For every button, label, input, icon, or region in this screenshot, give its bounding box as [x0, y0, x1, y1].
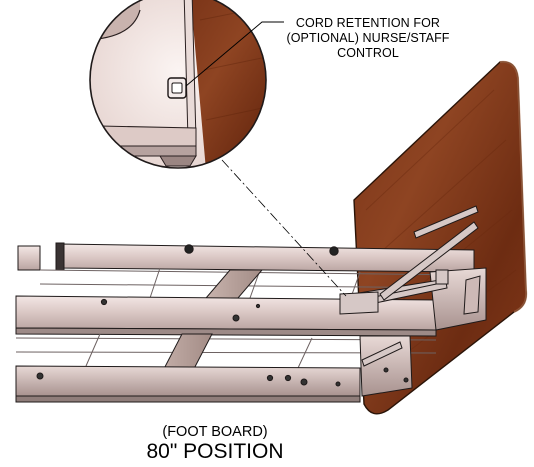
cord-retention-callout: CORD RETENTION FOR (OPTIONAL) NURSE/STAF…: [268, 16, 468, 61]
caption-subtitle: (FOOT BOARD): [162, 424, 268, 440]
zoom-detail: [89, 0, 267, 169]
cord-retention-clip: [167, 77, 187, 99]
callout-line-3: CONTROL: [337, 46, 399, 60]
linkage-mechanism: [339, 205, 479, 367]
bed-frame: [15, 205, 487, 403]
callout-line-1: CORD RETENTION FOR: [295, 16, 441, 30]
callout-leader-line: [185, 21, 284, 87]
callout-line-2: (OPTIONAL) NURSE/STAFF: [286, 31, 450, 45]
detail-leader-line: [221, 159, 347, 297]
caption-title: 80" POSITION: [146, 440, 284, 463]
